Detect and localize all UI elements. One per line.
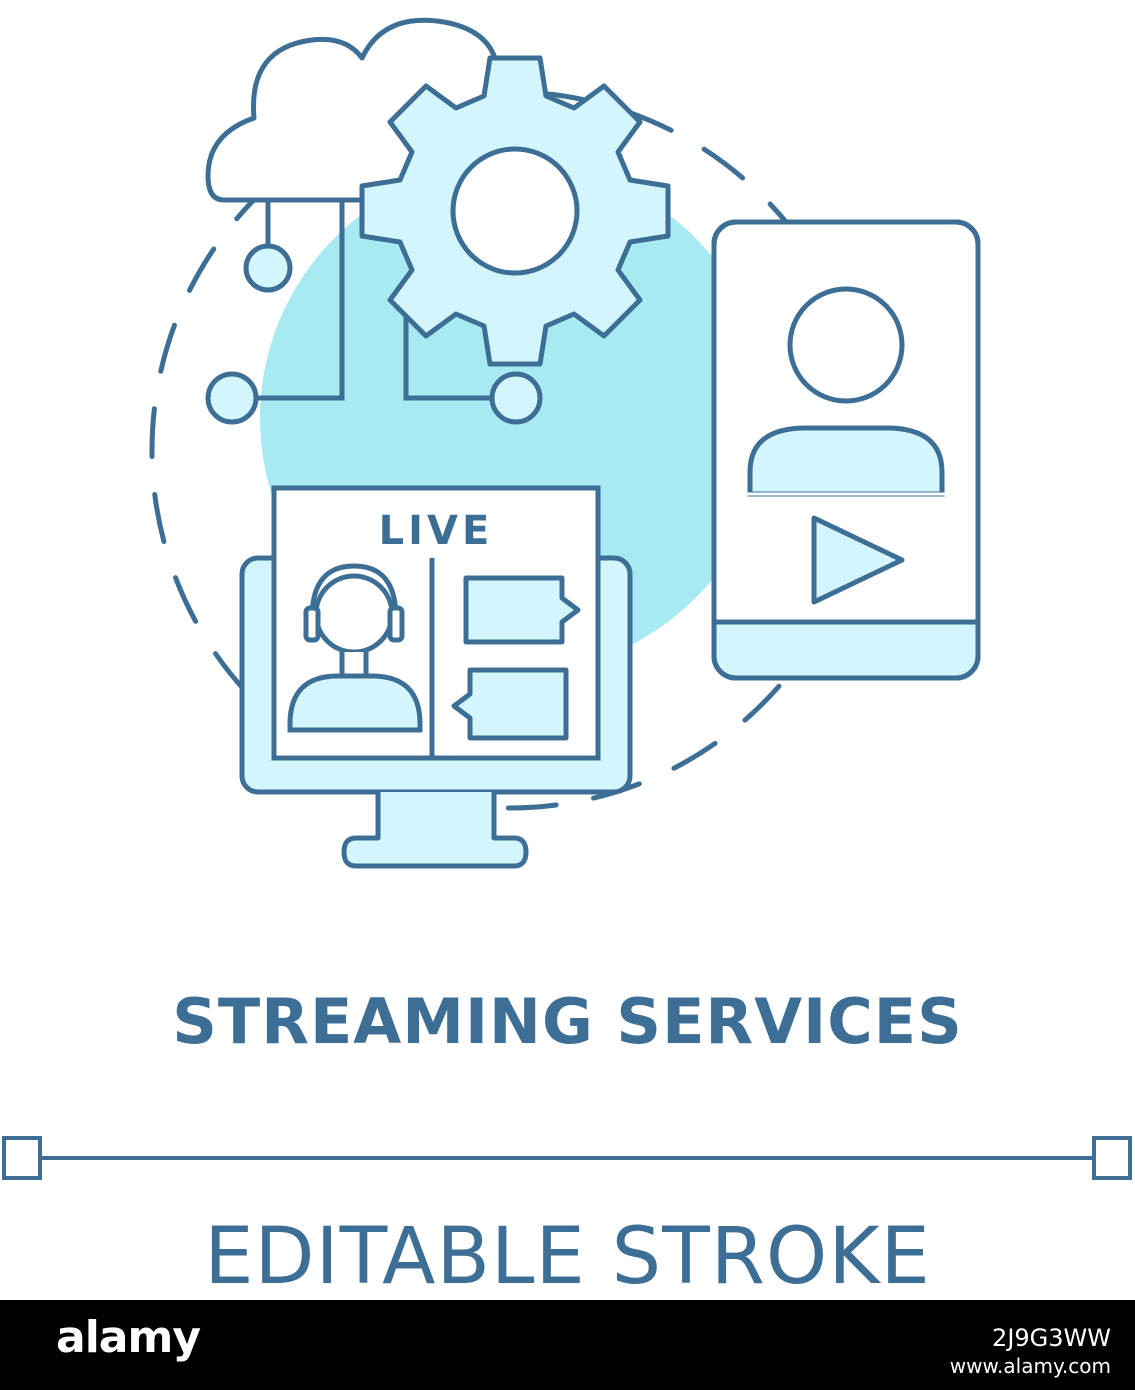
network-node bbox=[243, 243, 293, 293]
stroke-line bbox=[2, 1136, 1132, 1180]
monitor-icon: LIVE bbox=[239, 485, 633, 869]
icon-title: STREAMING SERVICES bbox=[172, 985, 963, 1058]
headset-user-icon bbox=[287, 563, 423, 733]
live-label: LIVE bbox=[379, 508, 494, 554]
stroke-handle bbox=[2, 1136, 42, 1180]
network-node bbox=[489, 371, 543, 425]
stock-banner: alamy 2J9G3WW www.alamy.com bbox=[0, 1300, 1135, 1390]
streaming-services-illustration: LIVE bbox=[2, 17, 1132, 1180]
stroke-handle bbox=[1092, 1136, 1132, 1180]
icon-subtitle: EDITABLE STROKE bbox=[204, 1212, 931, 1302]
alamy-logo: alamy bbox=[56, 1312, 201, 1363]
play-icon bbox=[811, 515, 905, 605]
smartphone-icon bbox=[711, 219, 981, 681]
banner-url: www.alamy.com bbox=[949, 1354, 1111, 1378]
network-lines bbox=[258, 200, 494, 401]
chat-bubble-icon bbox=[451, 667, 569, 741]
network-node bbox=[205, 371, 259, 425]
image-id: 2J9G3WW bbox=[992, 1324, 1111, 1352]
gear-icon bbox=[359, 55, 671, 367]
user-icon bbox=[740, 286, 952, 497]
chat-bubble-icon bbox=[463, 575, 581, 645]
